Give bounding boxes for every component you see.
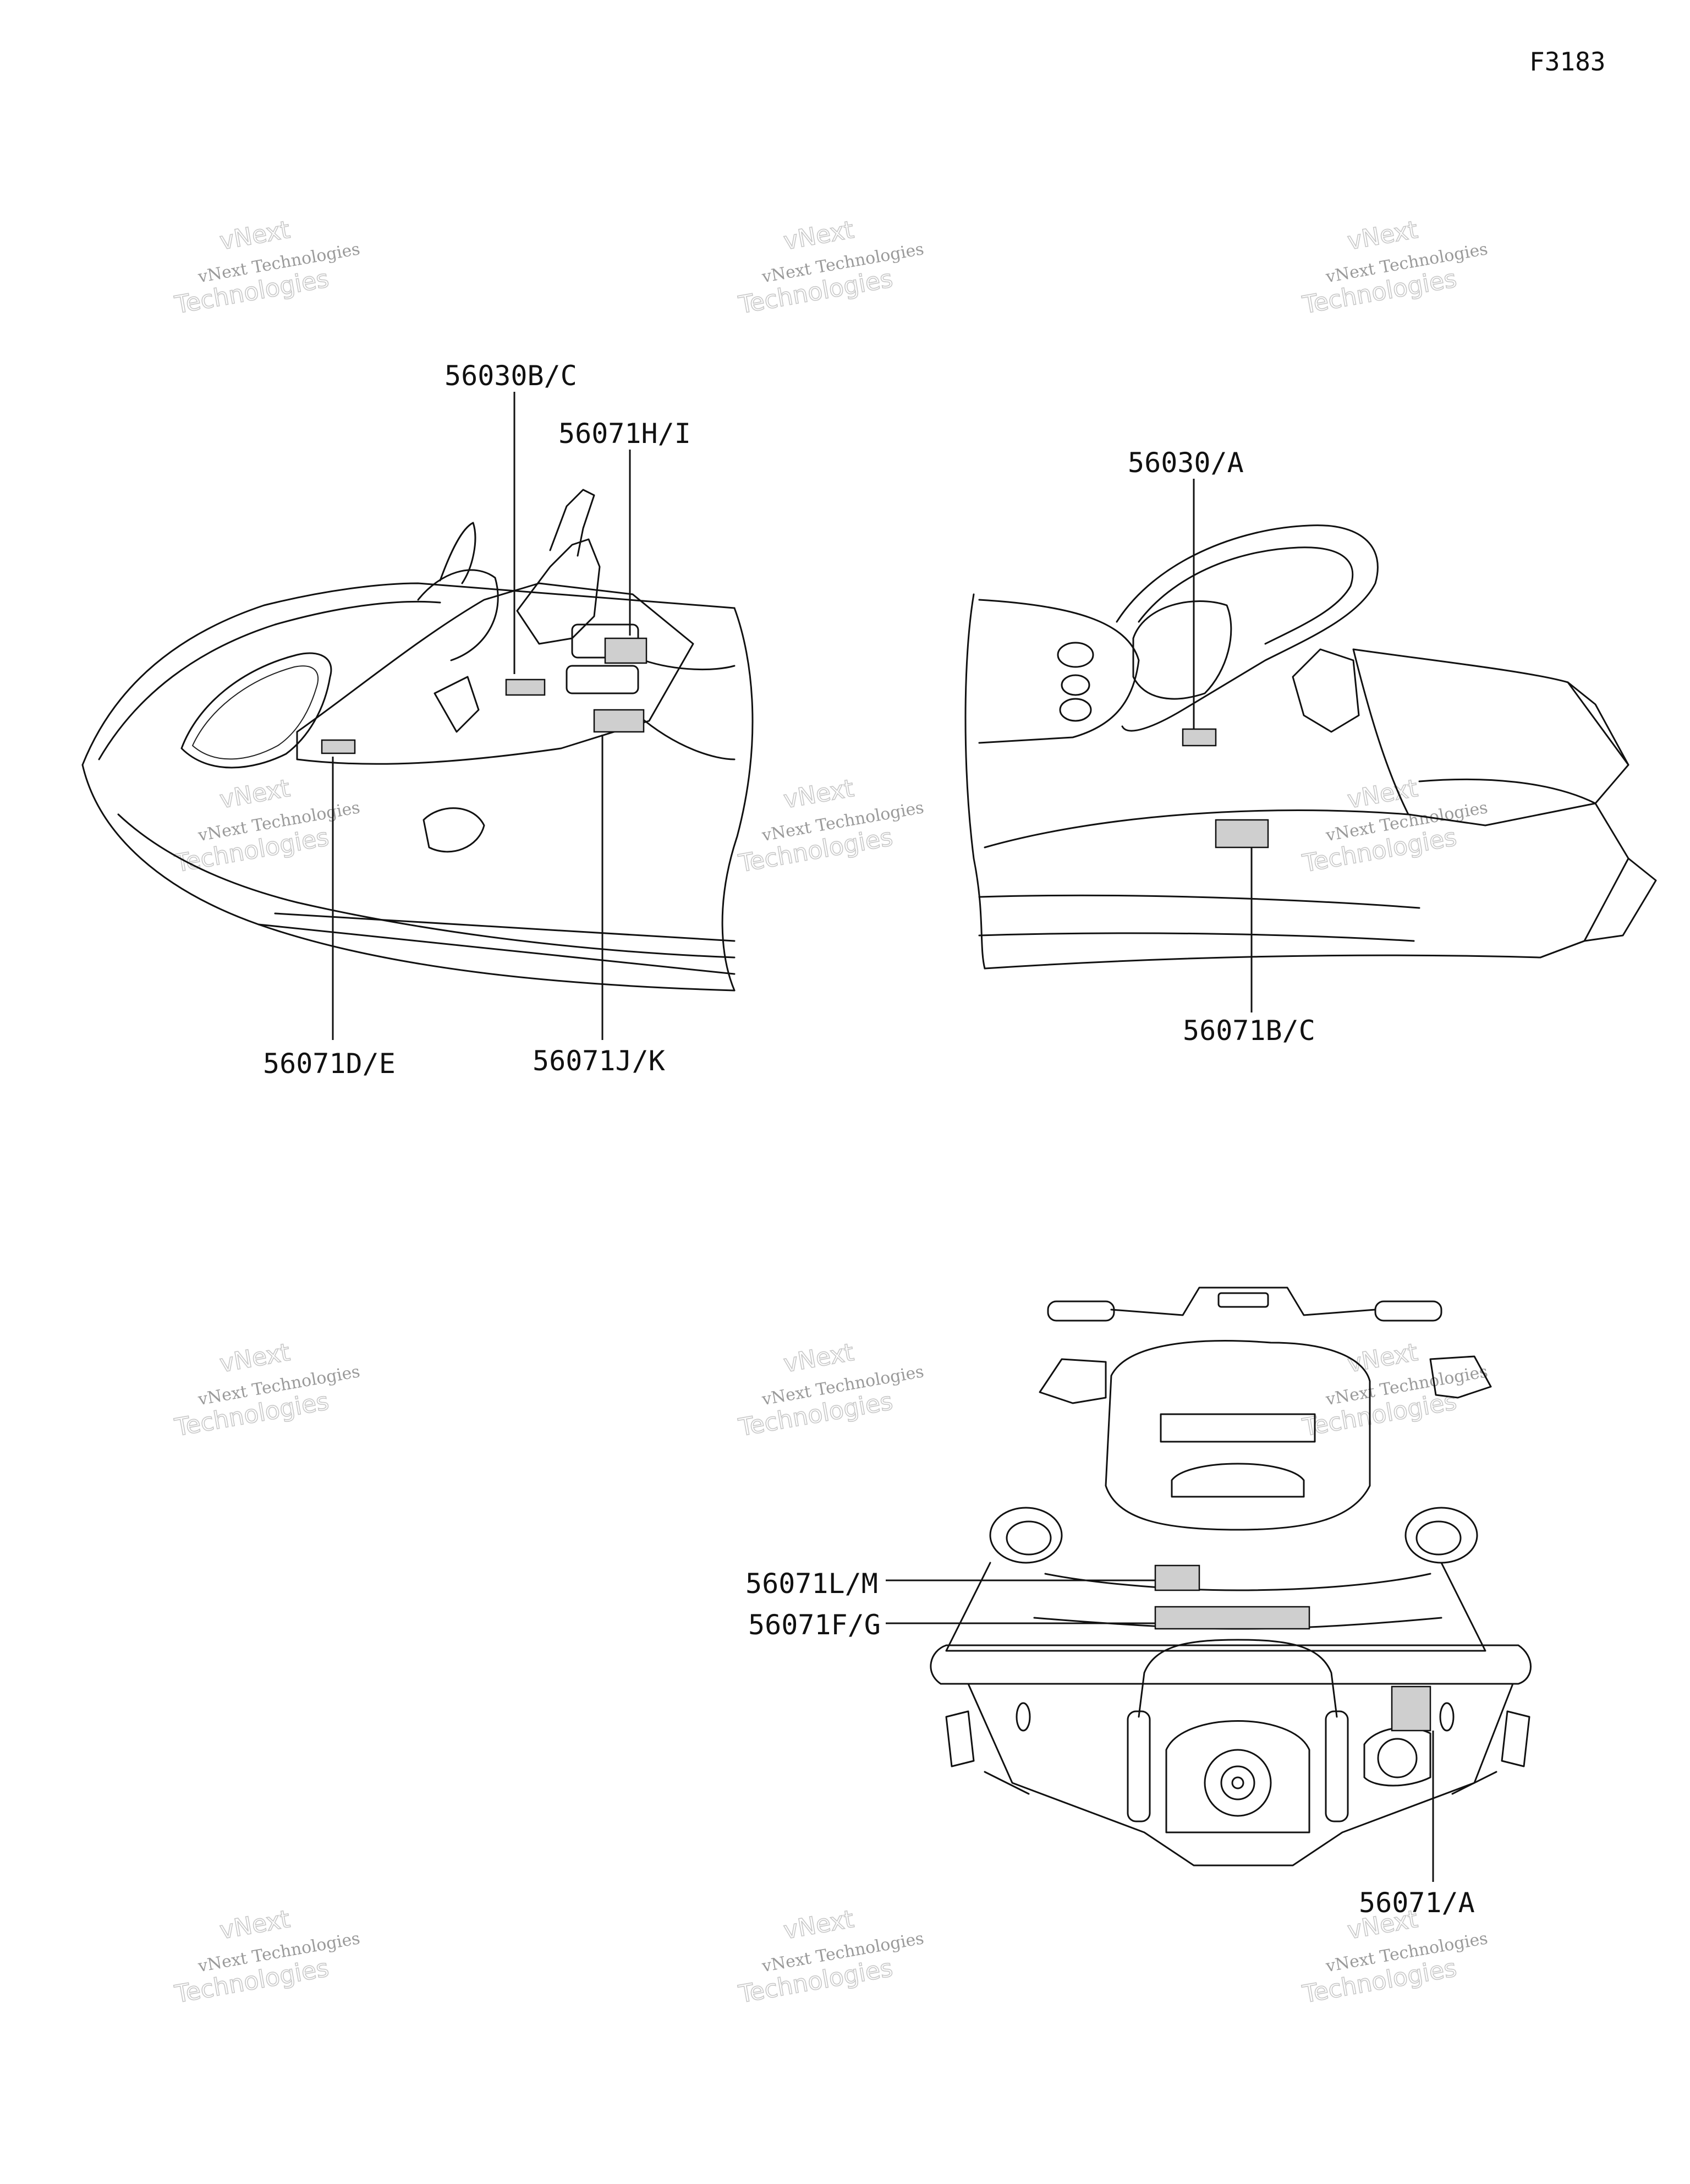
watermark-3: Technologies vNext vNext Technologies [1300,215,1490,320]
watermark-2: Technologies vNext vNext Technologies [736,215,926,320]
decal-56071FG [1154,1606,1310,1630]
callout-56071JK: 56071J/K [533,1045,665,1077]
decal-56030BC [505,678,546,696]
svg-text:vNext: vNext [218,774,292,814]
svg-text:vNext: vNext [1346,774,1420,814]
decal-56030A [1182,728,1217,747]
svg-text:vNext: vNext [1346,216,1420,256]
watercraft-deck-view [964,524,1657,970]
decal-56071BC [1215,819,1269,849]
svg-text:vNext: vNext [218,216,292,256]
decal-56071DE [321,739,356,754]
watercraft-side-view [81,489,754,992]
callout-56071DE: 56071D/E [263,1048,396,1080]
watermark-5: Technologies vNext vNext Technologies [736,774,926,878]
watermark-10: Technologies vNext vNext Technologies [172,1904,362,2009]
svg-text:vNext: vNext [782,774,856,814]
callout-56071FG: 56071F/G [748,1609,881,1641]
callout-56030A: 56030/A [1128,447,1244,479]
decal-56071LM [1154,1564,1200,1591]
decal-56071HI [604,637,648,664]
watermark-9: Technologies vNext vNext Technologies [1300,1338,1490,1442]
callout-56071LM: 56071L/M [745,1568,878,1600]
watermark-8: Technologies vNext vNext Technologies [736,1338,926,1442]
decal-56071JK [593,709,645,733]
watercraft-rear-view [930,1287,1532,1866]
callout-56071A: 56071/A [1359,1887,1475,1919]
watermark-4: Technologies vNext vNext Technologies [172,774,362,878]
svg-text:vNext: vNext [218,1905,292,1945]
svg-text:vNext: vNext [782,1905,856,1945]
watermark-7: Technologies vNext vNext Technologies [172,1338,362,1442]
callout-56030BC: 56030B/C [445,360,577,392]
watermark-1: Technologies vNext vNext Technologies [172,215,362,320]
svg-text:vNext: vNext [1346,1338,1420,1378]
svg-text:vNext: vNext [218,1338,292,1378]
svg-text:vNext: vNext [782,216,856,256]
callout-56071BC: 56071B/C [1183,1015,1315,1047]
figure-id: F3183 [1529,47,1605,76]
callout-56071HI: 56071H/I [558,418,691,450]
decal-56071A [1391,1685,1431,1732]
watermark-11: Technologies vNext vNext Technologies [736,1904,926,2009]
svg-text:vNext: vNext [782,1338,856,1378]
